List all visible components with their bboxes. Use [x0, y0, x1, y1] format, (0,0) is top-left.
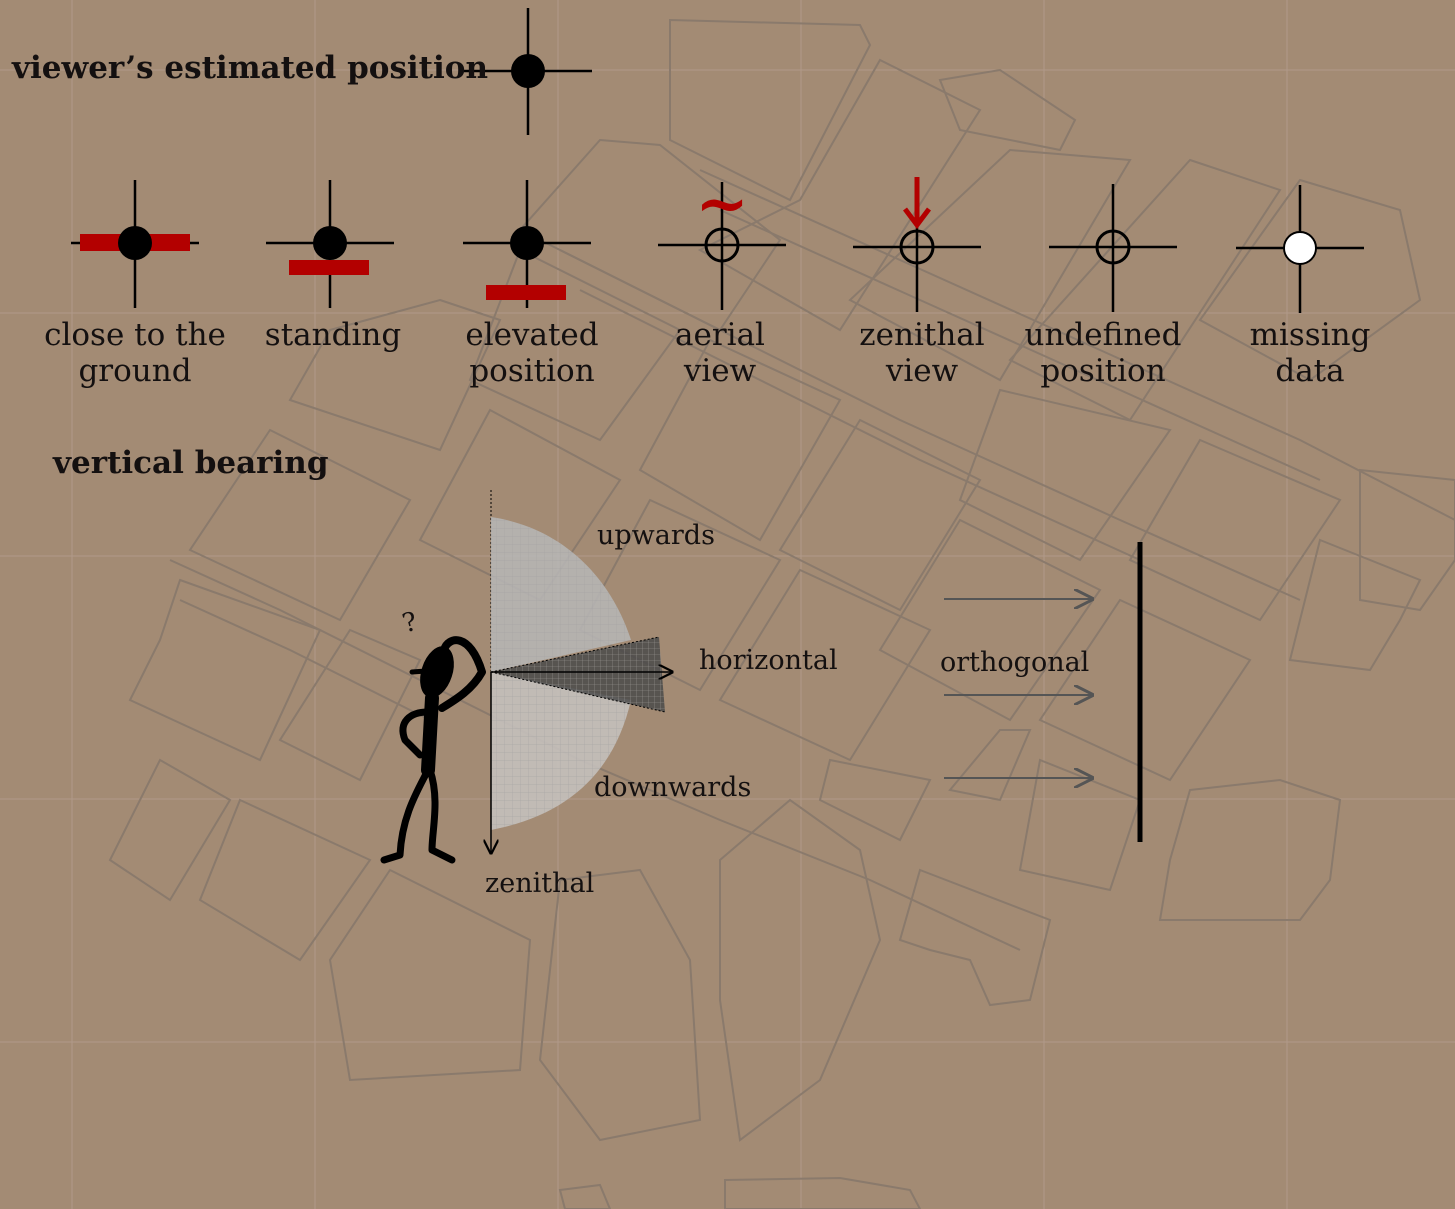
- heading-vertical-bearing: vertical bearing: [53, 445, 329, 481]
- symbol-aerial: ~: [658, 166, 786, 310]
- filled-position-dot: [118, 226, 152, 260]
- ring-position-dot: [704, 227, 740, 263]
- horizontal-sector: [491, 637, 665, 712]
- label-orthogonal: orthogonal: [940, 647, 1090, 678]
- label-zenithal: zenithal: [485, 868, 595, 899]
- label-close-line1: close to the: [44, 317, 226, 353]
- label-close-line2: ground: [78, 353, 192, 389]
- viewer-figure: [380, 636, 486, 864]
- symbol-undefined: [1049, 184, 1177, 312]
- label-elevated-line1: elevated: [465, 317, 599, 353]
- standing-bar: [289, 260, 369, 275]
- label-missing-line1: missing: [1249, 317, 1371, 353]
- label-missing-line2: data: [1275, 353, 1345, 389]
- label-undefined-line1: undefined: [1024, 317, 1182, 353]
- missing-data-dot: [1283, 231, 1317, 265]
- viewer-position-marker: [464, 8, 592, 135]
- label-standing: standing: [233, 317, 433, 353]
- heading-viewer-position: viewer’s estimated position: [12, 50, 488, 86]
- filled-position-dot: [313, 226, 347, 260]
- filled-position-dot: [510, 226, 544, 260]
- label-standing-line1: standing: [264, 317, 402, 353]
- elevated-bar: [486, 285, 566, 300]
- label-downwards: downwards: [594, 772, 752, 803]
- red-down-arrow-icon: [903, 177, 931, 230]
- label-upwards: upwards: [597, 520, 715, 551]
- symbol-standing: [266, 180, 394, 308]
- symbol-close: [71, 180, 199, 308]
- label-zenithal-line1: zenithal: [859, 317, 985, 353]
- label-horizontal: horizontal: [699, 645, 838, 676]
- label-zenithal-line2: view: [885, 353, 959, 389]
- ring-position-dot: [899, 229, 935, 265]
- symbol-elevated: [463, 180, 591, 308]
- label-undefined-line2: position: [1040, 353, 1166, 389]
- vertical-bearing-fan: [491, 490, 672, 853]
- orthogonal-indicator: [944, 542, 1143, 842]
- label-aerial-line1: aerial: [675, 317, 765, 353]
- symbol-missing: [1236, 185, 1364, 313]
- label-aerial-line2: view: [683, 353, 757, 389]
- symbols-row: ~: [71, 166, 1364, 313]
- label-elevated-line2: position: [469, 353, 595, 389]
- symbol-zenithal: [853, 177, 981, 312]
- ring-position-dot: [1095, 229, 1131, 265]
